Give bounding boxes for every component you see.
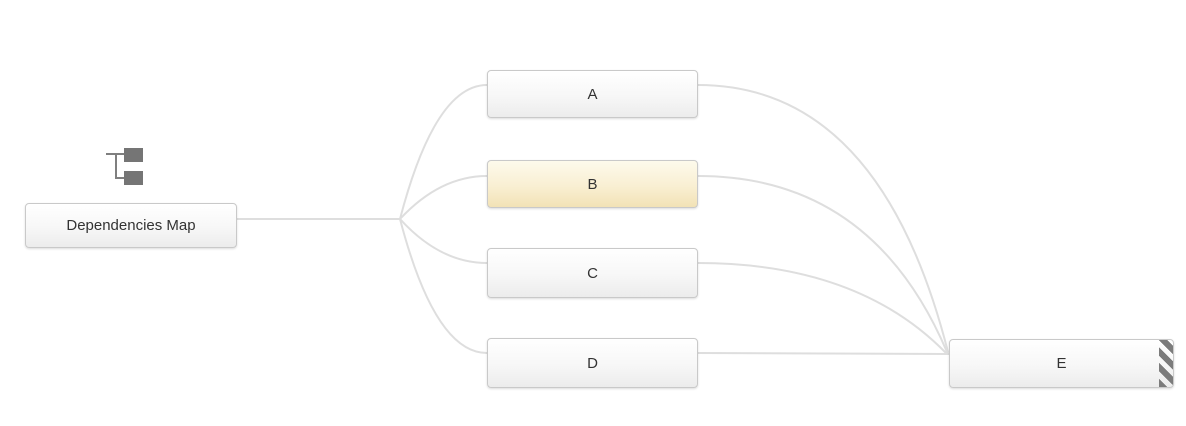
node-label: C bbox=[587, 264, 598, 282]
edge-c-e bbox=[697, 262, 947, 354]
node-a[interactable]: A bbox=[487, 70, 698, 118]
edge-root-c bbox=[399, 218, 488, 264]
edge-root-d bbox=[399, 218, 488, 354]
node-label: B bbox=[587, 175, 598, 193]
edge-root-b bbox=[399, 175, 488, 220]
edge-b-e bbox=[697, 175, 948, 353]
edge-root-a bbox=[399, 84, 488, 220]
node-label: D bbox=[587, 354, 598, 372]
edge-d-e bbox=[697, 352, 950, 355]
edge-a-e bbox=[697, 84, 949, 353]
node-dependencies-map[interactable]: Dependencies Map bbox=[25, 203, 237, 248]
tree-hierarchy-icon bbox=[106, 148, 143, 185]
node-label: A bbox=[587, 85, 598, 103]
striped-edge-indicator bbox=[1159, 340, 1173, 387]
node-label: E bbox=[1056, 355, 1067, 372]
node-d[interactable]: D bbox=[487, 338, 698, 388]
node-c[interactable]: C bbox=[487, 248, 698, 298]
node-b[interactable]: B bbox=[487, 160, 698, 208]
node-e[interactable]: E bbox=[949, 339, 1174, 388]
node-label: Dependencies Map bbox=[66, 217, 196, 234]
